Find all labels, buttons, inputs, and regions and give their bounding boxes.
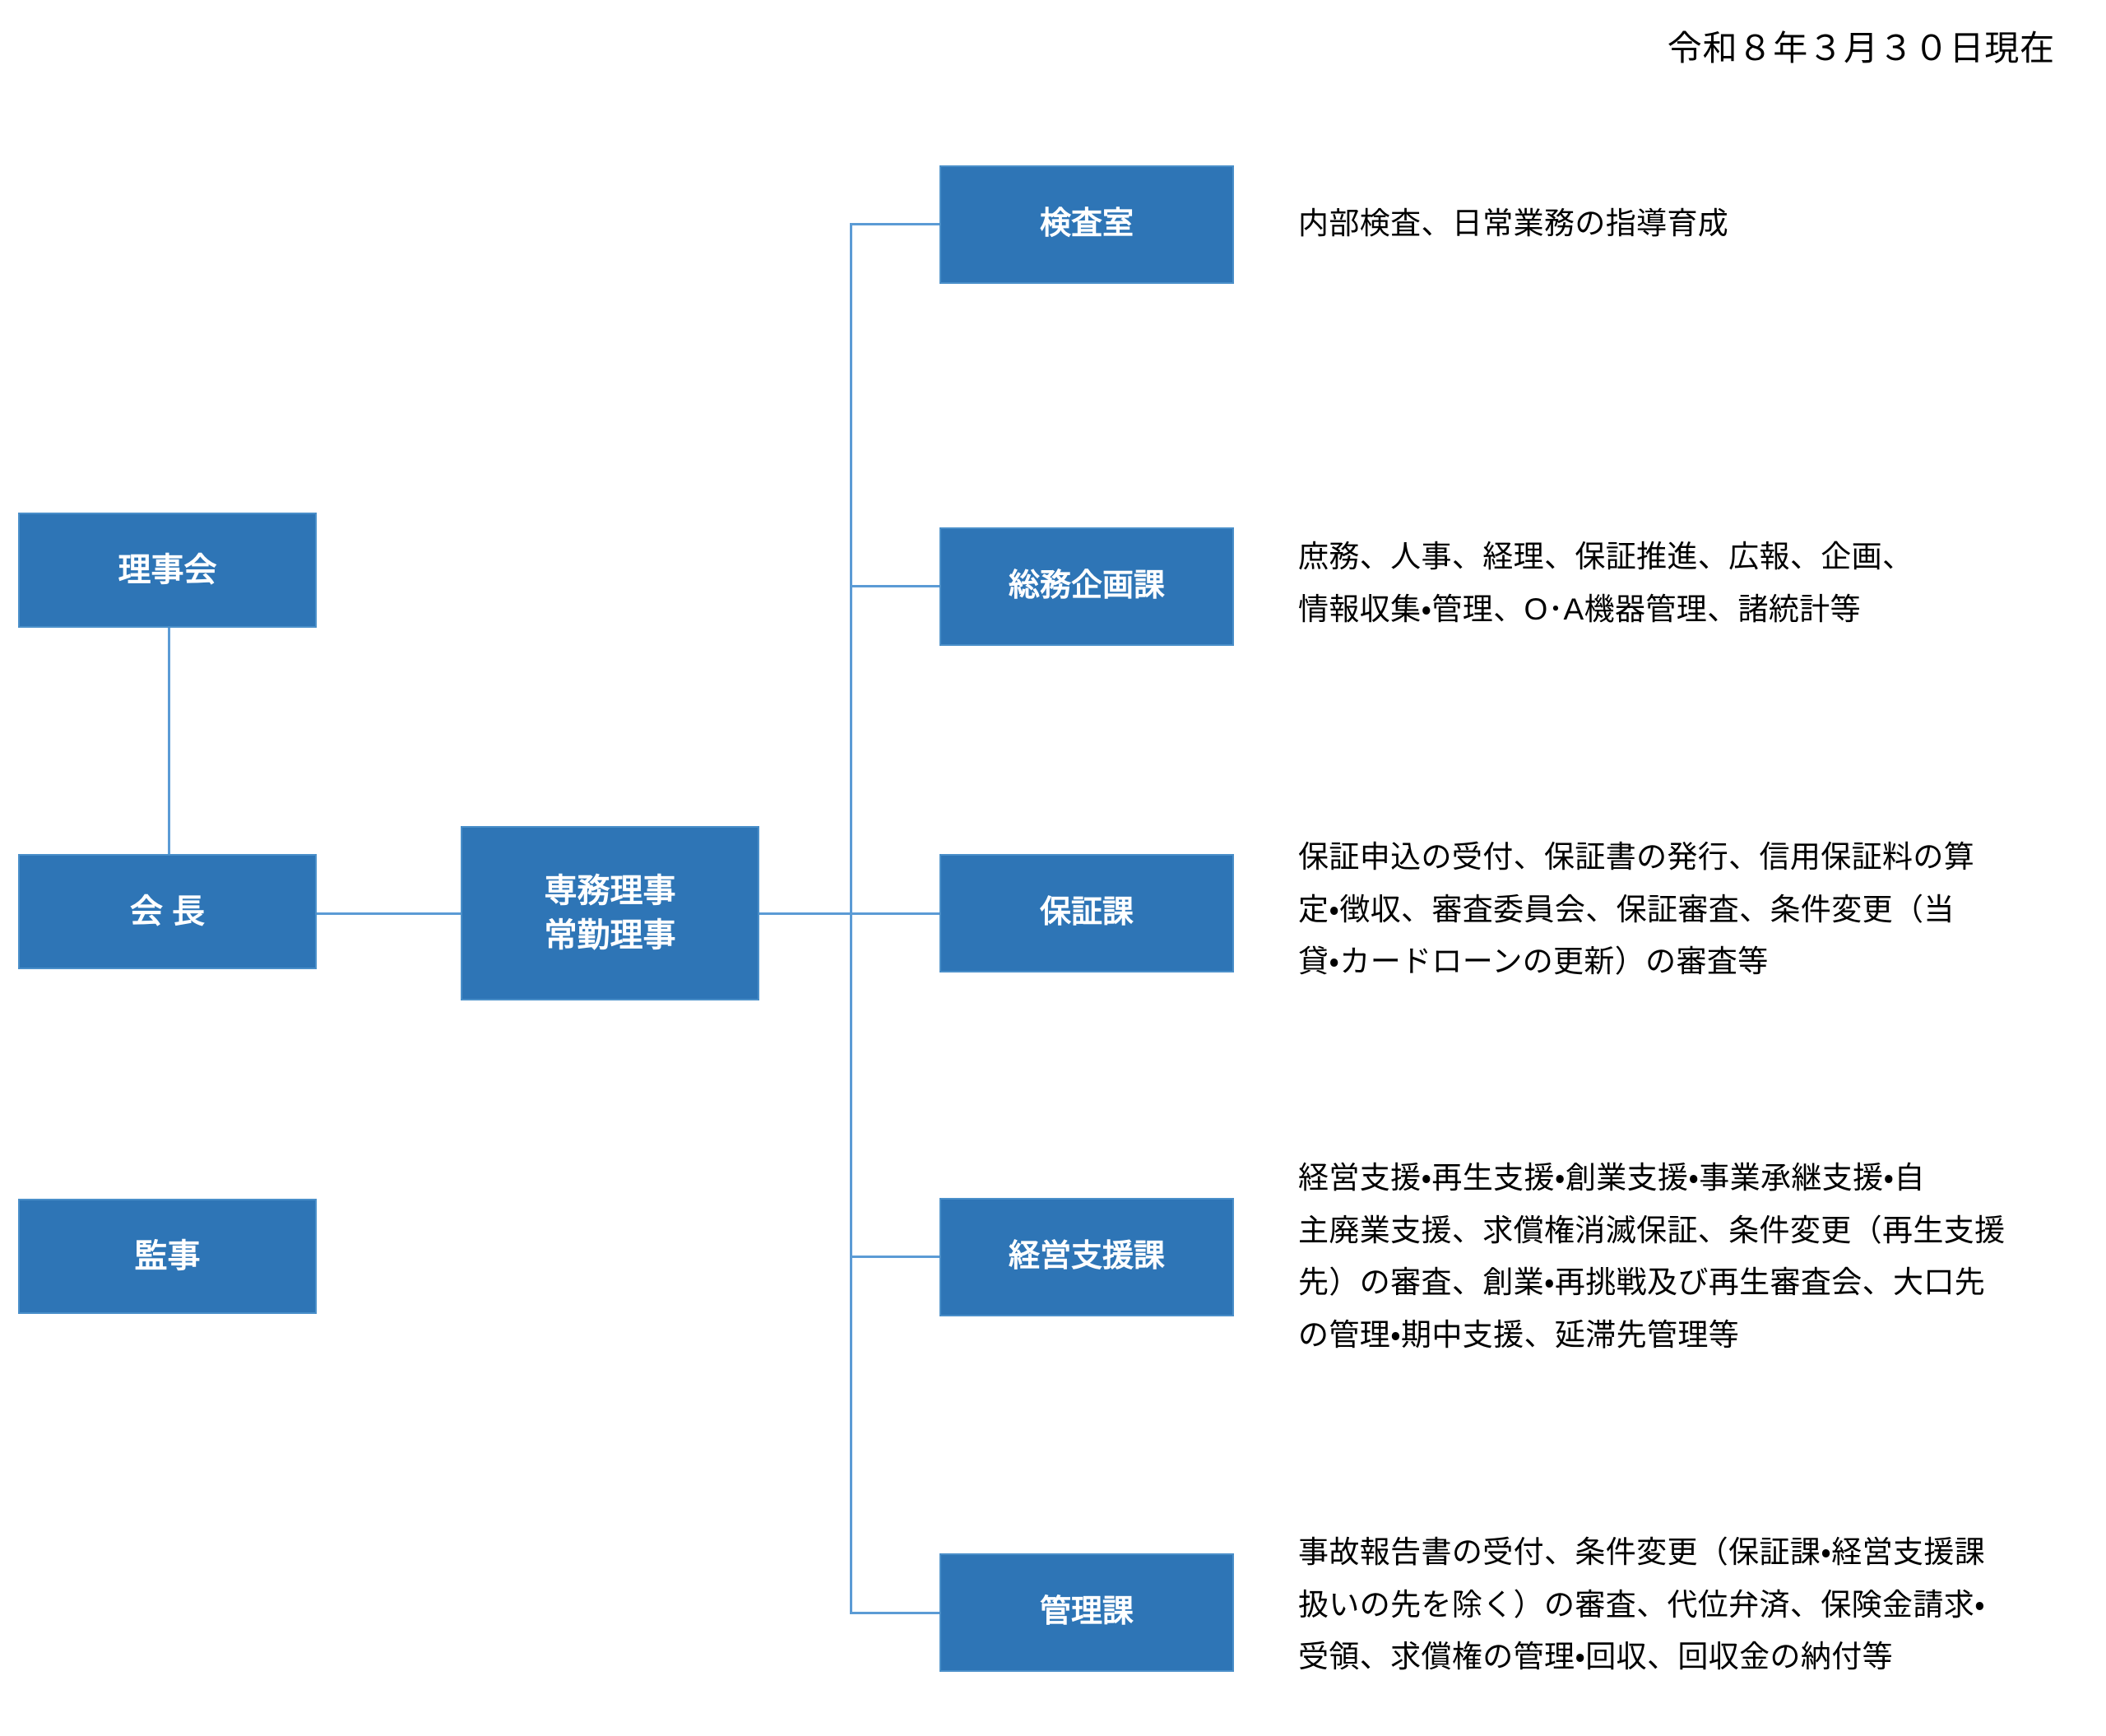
- connector-chairman-to-executive: [317, 912, 462, 915]
- node-department-management-support[interactable]: 経営支援課: [939, 1198, 1234, 1316]
- node-executive-director[interactable]: 専務理事 常勤理事: [461, 826, 759, 1000]
- node-department-general-planning-label: 総務企画課: [1008, 569, 1165, 604]
- description-administration: 事故報告書の受付、条件変更（保証課・経営支援課 扱いの先を除く）の審査、代位弁済…: [1298, 1535, 1986, 1674]
- node-department-inspection-label: 検査室: [1039, 207, 1134, 242]
- node-chairman[interactable]: 会 長: [18, 854, 317, 969]
- connector-trunk-to-management-support: [850, 1256, 941, 1258]
- node-department-inspection[interactable]: 検査室: [939, 165, 1234, 284]
- node-department-administration[interactable]: 管理課: [939, 1553, 1234, 1672]
- description-management-support: 経営支援・再生支援・創業支援・事業承継支援・自 主廃業支援、求償権消滅保証、条件…: [1298, 1161, 2006, 1352]
- node-department-guarantee-label: 保証課: [1039, 895, 1134, 931]
- node-department-administration-label: 管理課: [1039, 1594, 1134, 1630]
- node-department-guarantee[interactable]: 保証課: [939, 854, 1234, 972]
- description-general-planning: 庶務、人事、経理、保証推進、広報、企画、 情報収集・管理、O･A機器管理、諸統計…: [1298, 540, 1913, 626]
- description-inspection: 内部検査、日常業務の指導育成: [1298, 207, 1729, 240]
- node-auditor[interactable]: 監事: [18, 1199, 317, 1314]
- node-auditor-label: 監事: [134, 1238, 201, 1274]
- date-stamp: 令和８年３月３０日現在: [1667, 29, 2055, 67]
- description-guarantee: 保証申込の受付、保証書の発行、信用保証料の算 定・徴収、審査委員会、保証審査、条…: [1298, 840, 1975, 979]
- node-department-management-support-label: 経営支援課: [1008, 1239, 1165, 1274]
- connector-trunk-to-general-planning: [850, 585, 941, 587]
- connector-department-trunk: [850, 223, 852, 1613]
- node-chairman-label: 会 長: [129, 894, 206, 930]
- node-executive-director-label: 専務理事 常勤理事: [544, 873, 676, 954]
- connector-board-to-chairman: [168, 628, 170, 855]
- node-board-of-directors[interactable]: 理事会: [18, 513, 317, 628]
- node-board-of-directors-label: 理事会: [118, 552, 217, 588]
- node-department-general-planning[interactable]: 総務企画課: [939, 527, 1234, 646]
- connector-trunk-to-inspection: [850, 223, 941, 225]
- connector-trunk-to-administration: [850, 1612, 941, 1614]
